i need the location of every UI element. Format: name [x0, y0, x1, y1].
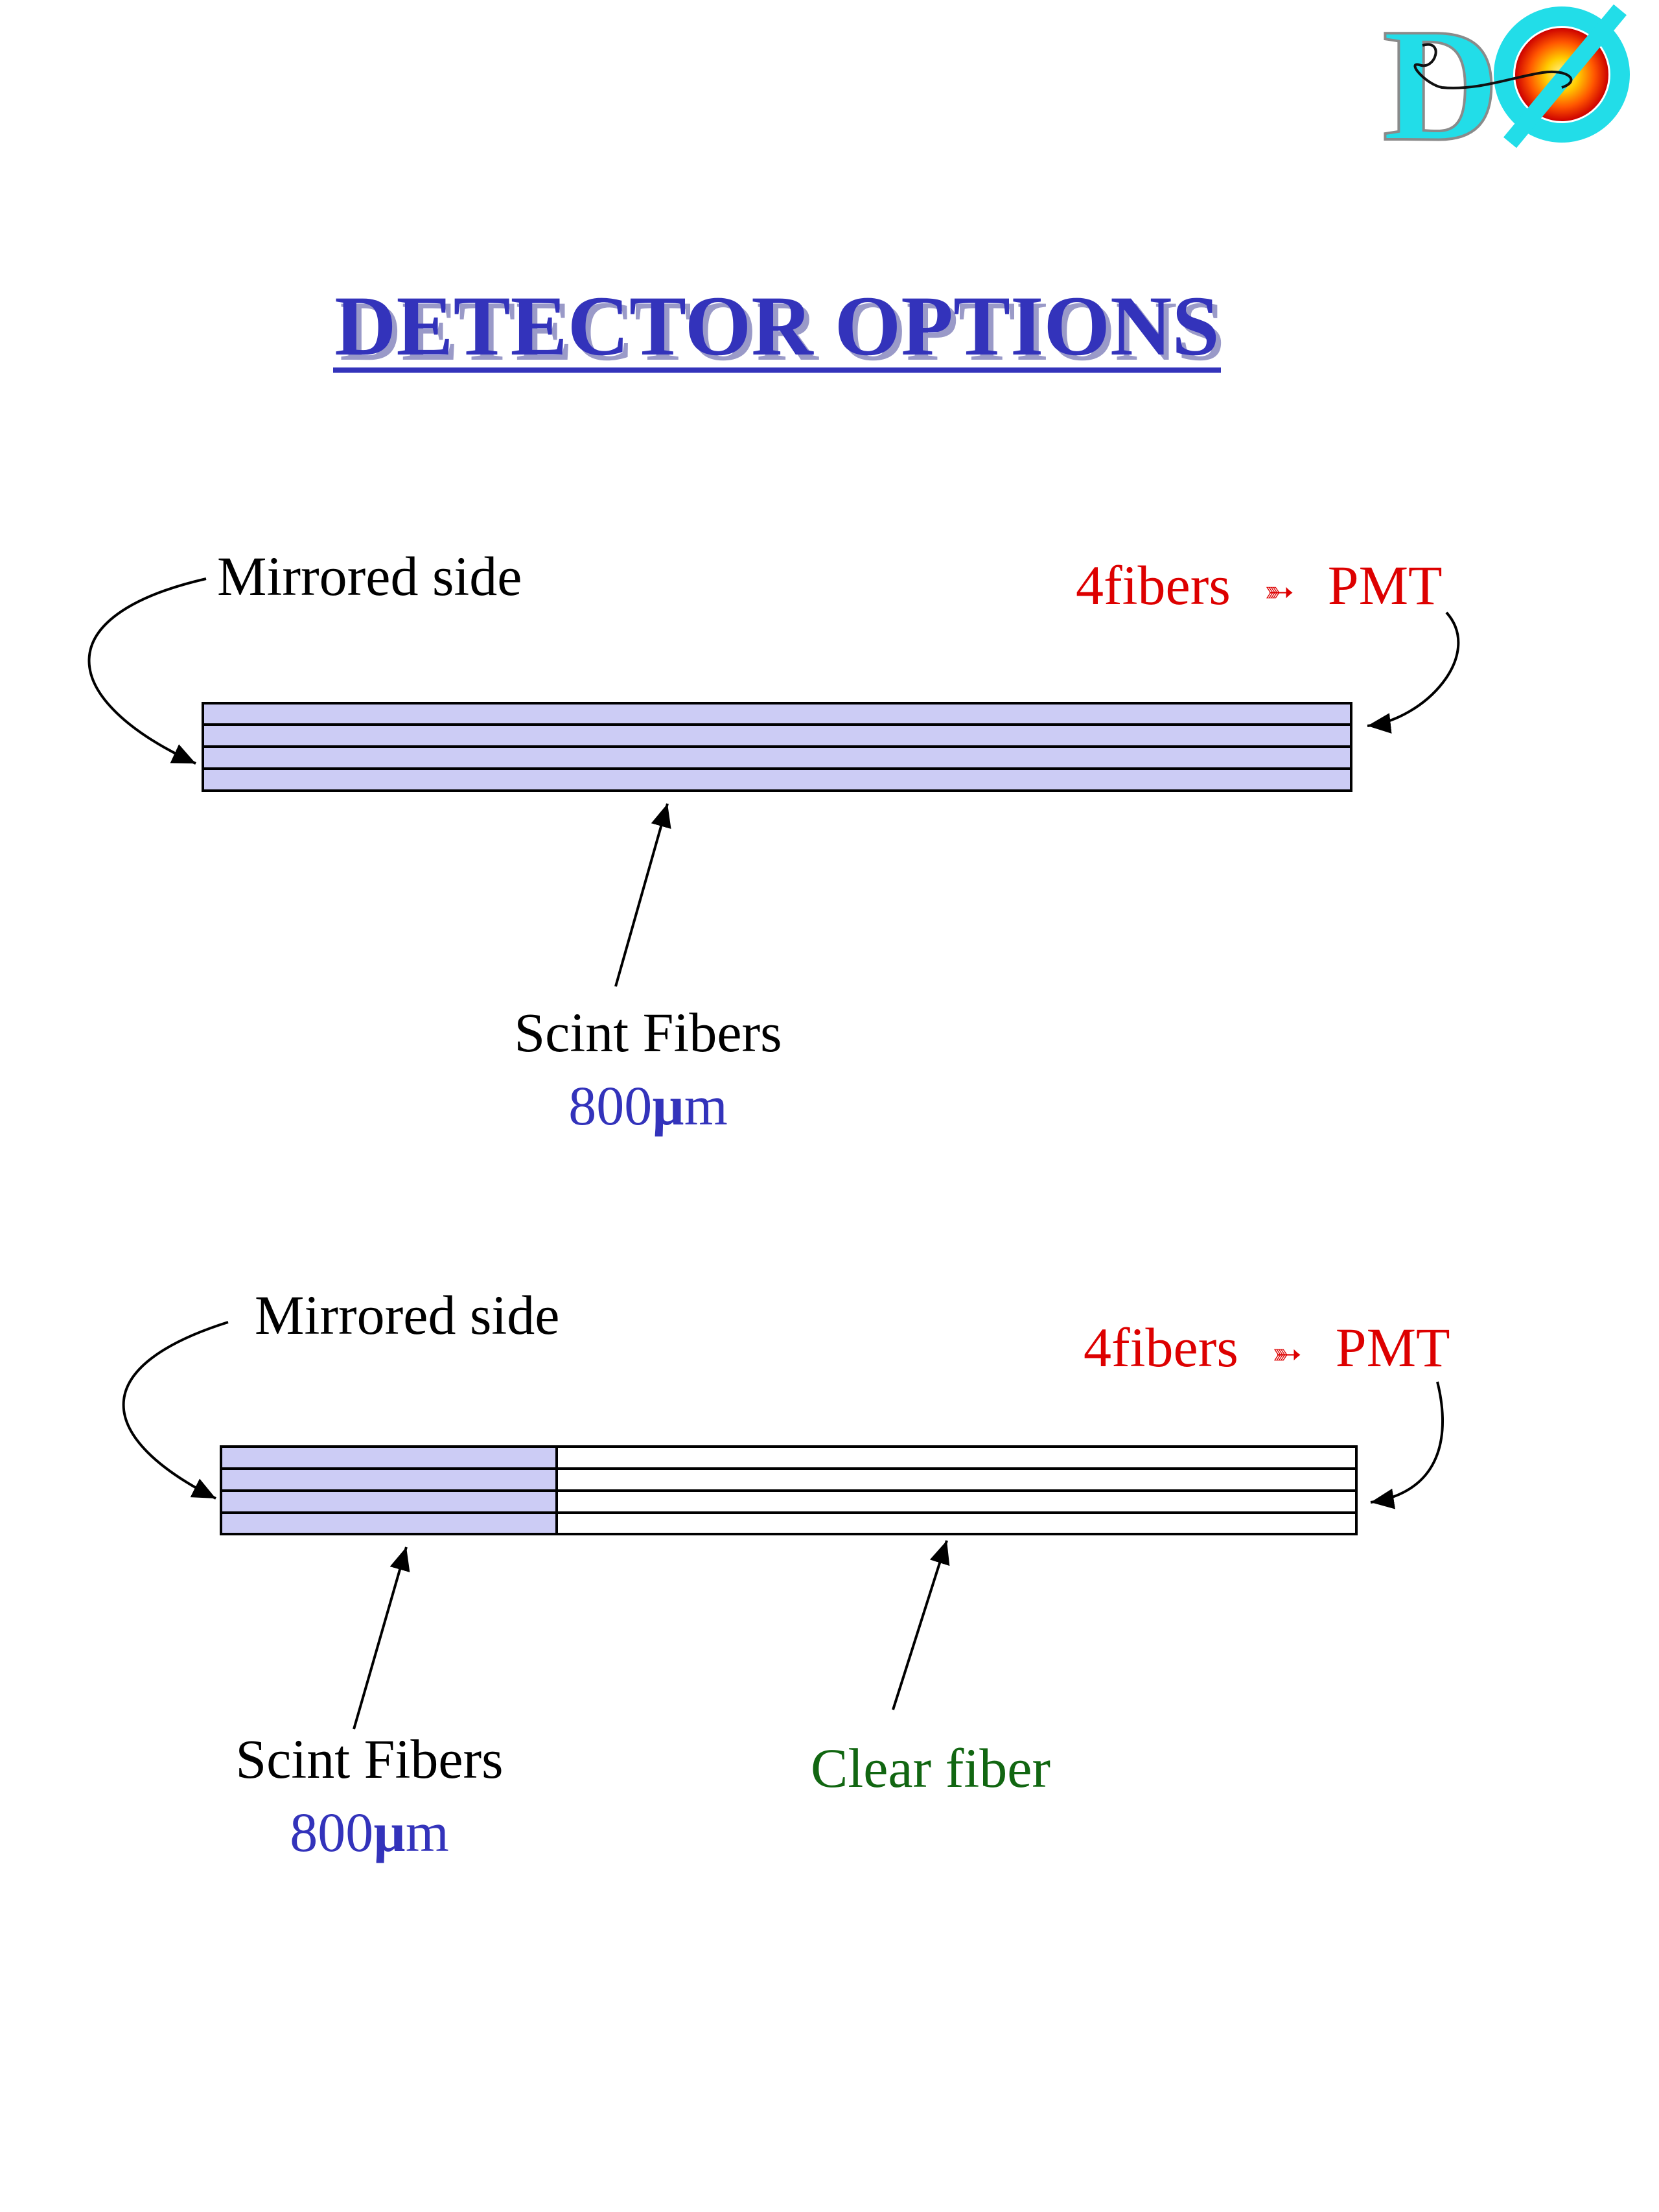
mirrored-side-arrow — [87, 577, 207, 765]
logo-signature — [1413, 43, 1573, 89]
slide-title: DETECTOR OPTIONS — [334, 278, 1220, 373]
mirrored-side-arrow — [122, 1321, 229, 1500]
pmt-label: 4fibers ➳ PMT — [1076, 554, 1443, 616]
scint-fiber-size: 800µm — [568, 1075, 727, 1137]
mirrored-side-label: Mirrored side — [255, 1284, 559, 1346]
scint-fibers-label: Scint Fibers — [514, 1001, 782, 1064]
diagram-top: Mirrored side 4fibers ➳ PMT Scint Fibers… — [87, 545, 1460, 1137]
scint-fibers-arrow — [614, 803, 671, 987]
micro-glyph-icon: µ — [373, 1801, 406, 1863]
scint-fibers-arrow — [353, 1546, 410, 1730]
clear-fiber-arrow — [892, 1540, 950, 1710]
pmt-label: 4fibers ➳ PMT — [1084, 1316, 1450, 1379]
arrow-glyph-icon: ➳ — [1264, 572, 1294, 612]
d0-logo: D — [1381, 0, 1630, 176]
scint-fiber-size: 800µm — [290, 1801, 448, 1863]
pmt-arrow — [1370, 1381, 1444, 1509]
logo-ring — [1494, 6, 1630, 143]
arrow-glyph-icon: ➳ — [1271, 1334, 1302, 1375]
logo-slash — [1503, 4, 1627, 148]
clear-fiber-label: Clear fiber — [811, 1737, 1050, 1799]
scint-fibers-label: Scint Fibers — [235, 1728, 503, 1790]
micro-glyph-icon: µ — [652, 1075, 684, 1137]
mirrored-side-label: Mirrored side — [217, 545, 522, 607]
title-underline — [333, 367, 1221, 373]
diagram-bottom: Mirrored side 4fibers ➳ PMT Scint Fibers… — [122, 1284, 1450, 1863]
pmt-arrow — [1367, 611, 1460, 734]
slide-title-shadow: DETECTOR OPTIONS — [340, 283, 1225, 378]
